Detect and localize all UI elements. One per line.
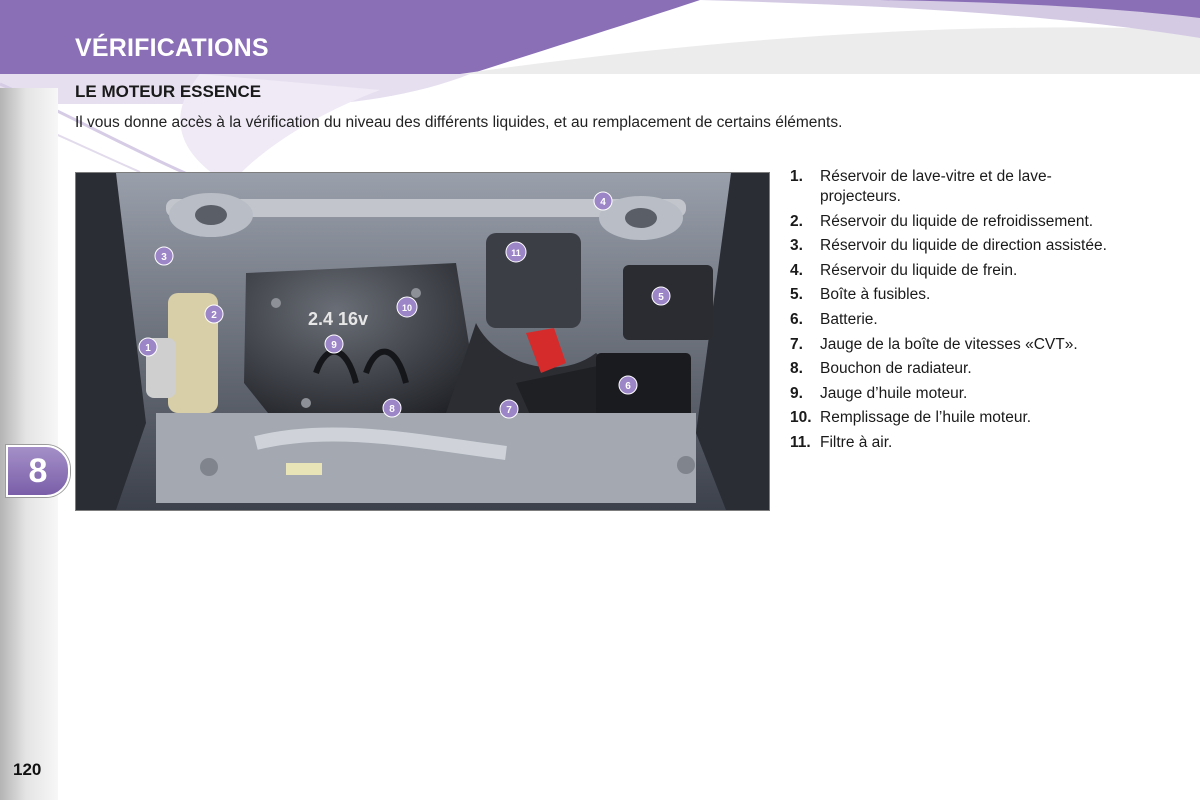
legend-item: 6. Batterie. xyxy=(790,310,1120,330)
legend-text: Bouchon de radiateur. xyxy=(820,360,972,378)
chapter-tab[interactable]: 8 xyxy=(6,445,70,497)
legend-item: 4. Réservoir du liquide de frein. xyxy=(790,261,1120,281)
legend-list: 1. Réservoir de lave-vitre et de lave-pro… xyxy=(790,167,1120,458)
legend-number: 10. xyxy=(790,409,812,427)
marker-8-label: 8 xyxy=(389,404,395,415)
marker-3-label: 3 xyxy=(161,252,167,263)
marker-9-label: 9 xyxy=(331,340,337,351)
legend-text: Filtre à air. xyxy=(820,433,893,451)
legend-text: Jauge de la boîte de vitesses «CVT». xyxy=(820,335,1078,353)
marker-10-label: 10 xyxy=(402,303,412,313)
legend-number: 7. xyxy=(790,335,803,353)
legend-number: 5. xyxy=(790,286,803,304)
marker-3: 3 xyxy=(154,246,174,266)
legend-text: Réservoir du liquide de frein. xyxy=(820,261,1018,279)
legend-text: Boîte à fusibles. xyxy=(820,286,931,304)
marker-4-label: 4 xyxy=(600,197,606,208)
marker-10: 10 xyxy=(396,296,418,318)
marker-2: 2 xyxy=(204,304,224,324)
legend-item: 1. Réservoir de lave-vitre et de lave-pro… xyxy=(790,167,1120,207)
marker-1: 1 xyxy=(138,337,158,357)
legend-item: 11. Filtre à air. xyxy=(790,433,1120,453)
legend-item: 5. Boîte à fusibles. xyxy=(790,285,1120,305)
header-background xyxy=(0,0,1200,190)
legend-item: 10. Remplissage de l’huile moteur. xyxy=(790,408,1120,428)
marker-11-label: 11 xyxy=(511,248,521,258)
legend-number: 4. xyxy=(790,261,803,279)
marker-6: 6 xyxy=(618,375,638,395)
page-number: 120 xyxy=(13,760,42,779)
engine-bay-image: 2.4 16v 1 2 3 4 5 6 7 8 9 10 11 xyxy=(75,172,770,511)
section-title: VÉRIFICATIONS xyxy=(75,34,269,62)
left-margin-bar xyxy=(0,88,58,800)
legend-number: 11. xyxy=(790,433,811,451)
legend-item: 9. Jauge d’huile moteur. xyxy=(790,384,1120,404)
legend-text: Réservoir de lave-vitre et de lave-proje… xyxy=(820,168,1052,205)
marker-5-label: 5 xyxy=(658,292,664,303)
legend-text: Réservoir du liquide de direction assist… xyxy=(820,237,1107,255)
legend-item: 3. Réservoir du liquide de direction assi… xyxy=(790,236,1120,256)
legend-item: 8. Bouchon de radiateur. xyxy=(790,359,1120,379)
page-subtitle: LE MOTEUR ESSENCE xyxy=(75,82,262,101)
legend-number: 8. xyxy=(790,360,803,378)
legend-text: Batterie. xyxy=(820,310,878,328)
marker-8: 8 xyxy=(382,398,402,418)
marker-4: 4 xyxy=(593,191,613,211)
marker-7: 7 xyxy=(499,399,519,419)
legend-item: 2. Réservoir du liquide de refroidissemen… xyxy=(790,212,1120,232)
marker-1-label: 1 xyxy=(145,343,151,354)
marker-5: 5 xyxy=(651,286,671,306)
intro-paragraph: Il vous donne accès à la vérification du… xyxy=(75,114,843,131)
engine-badge-text: 2.4 16v xyxy=(308,309,368,329)
marker-11: 11 xyxy=(505,241,527,263)
marker-6-label: 6 xyxy=(625,381,631,392)
legend-text: Réservoir du liquide de refroidissement. xyxy=(820,212,1094,230)
legend-number: 3. xyxy=(790,237,803,255)
legend-text: Jauge d’huile moteur. xyxy=(820,384,968,402)
legend-number: 2. xyxy=(790,212,803,230)
legend-text: Remplissage de l’huile moteur. xyxy=(820,409,1032,427)
legend-number: 9. xyxy=(790,384,803,402)
legend-number: 6. xyxy=(790,310,803,328)
marker-7-label: 7 xyxy=(506,405,512,416)
marker-9: 9 xyxy=(324,334,344,354)
legend-number: 1. xyxy=(790,168,803,185)
chapter-tab-number: 8 xyxy=(28,451,48,490)
marker-2-label: 2 xyxy=(211,310,217,321)
legend-item: 7. Jauge de la boîte de vitesses «CVT». xyxy=(790,335,1120,355)
